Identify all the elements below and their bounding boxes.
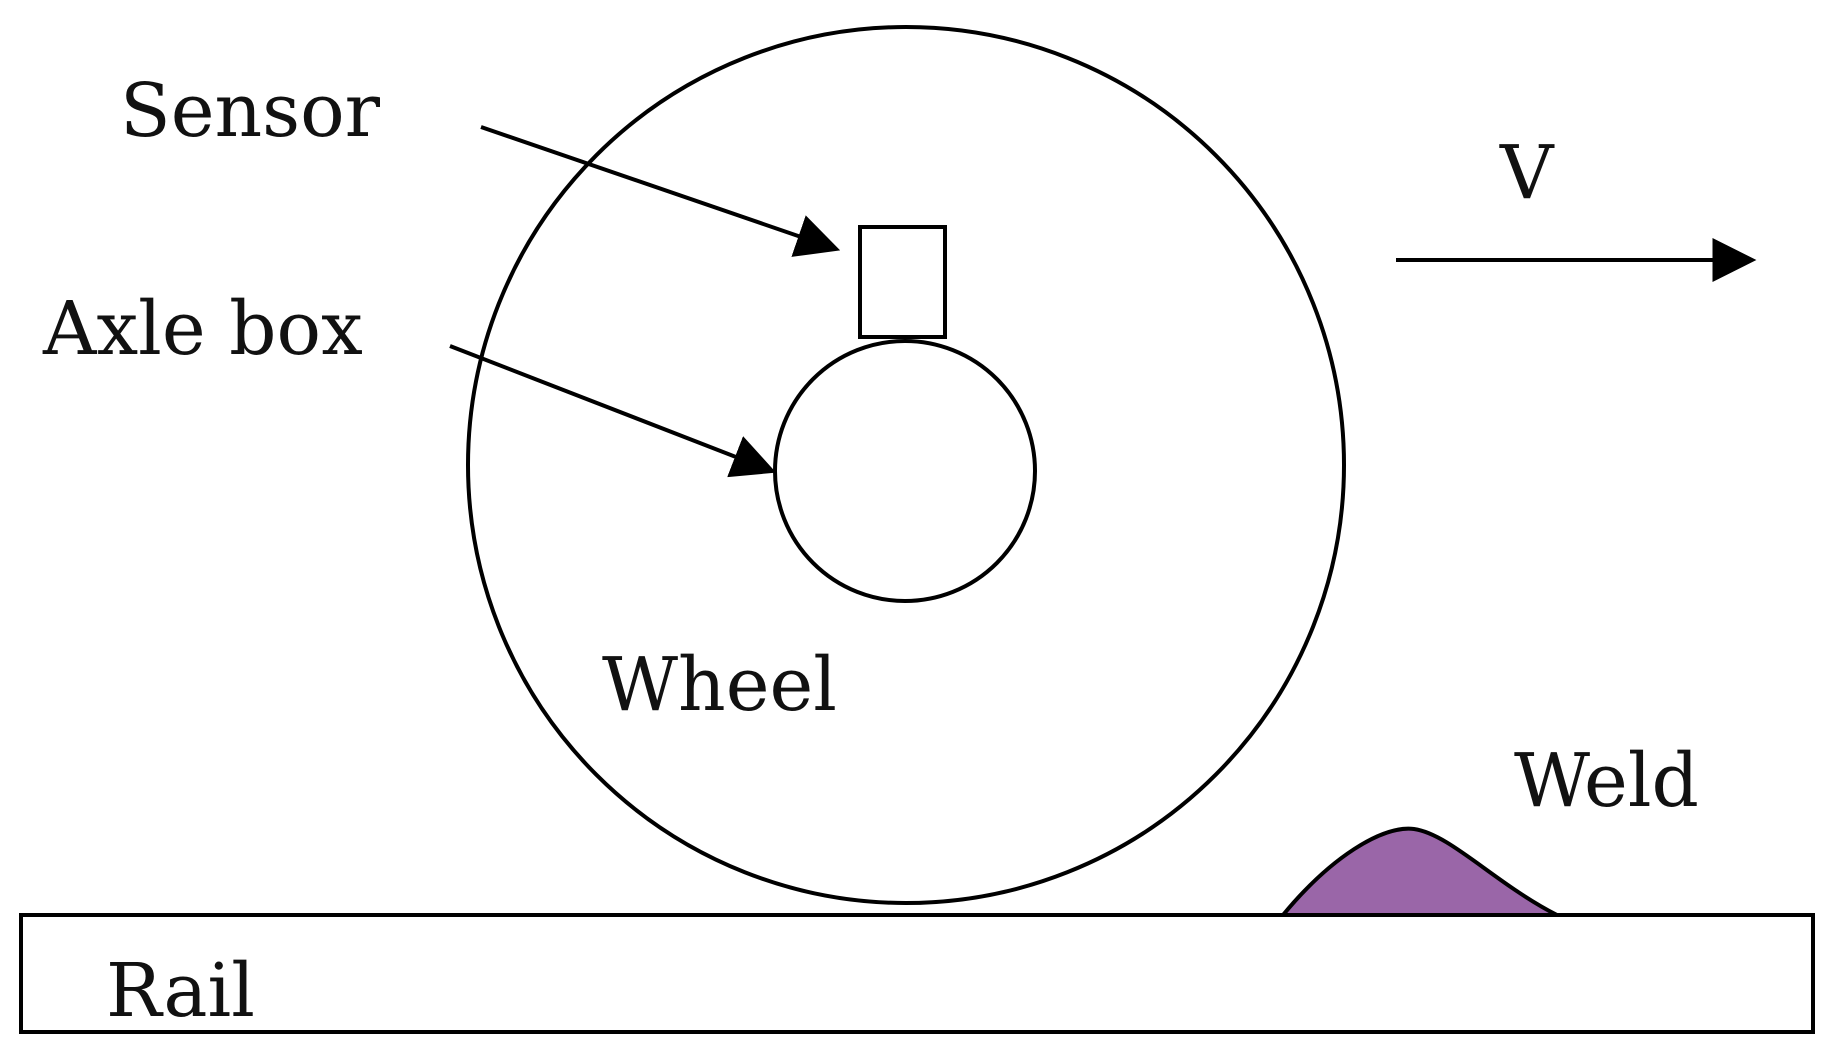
rail-shape: [19, 913, 1815, 1034]
axle-box-label: Axle box: [42, 286, 363, 372]
rail-label: Rail: [106, 948, 255, 1034]
wheel-circle: [466, 25, 1346, 905]
axle-box-circle: [773, 339, 1037, 603]
wheel-label: Wheel: [602, 642, 837, 728]
velocity-label: V: [1499, 130, 1555, 216]
weld-shape: [1278, 826, 1558, 917]
weld-label: Weld: [1514, 738, 1699, 824]
sensor-label: Sensor: [120, 68, 381, 154]
sensor-box: [858, 225, 947, 339]
axle-box-arrow: [449, 344, 777, 478]
sensor-arrow: [480, 125, 841, 257]
